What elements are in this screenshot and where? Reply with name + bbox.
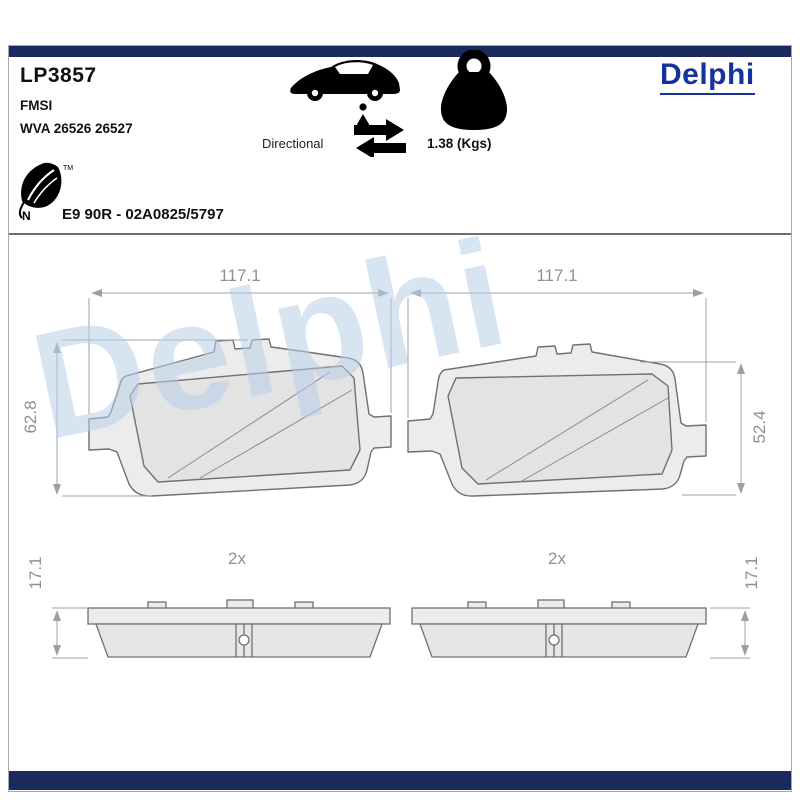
header-divider — [9, 233, 791, 235]
wva-numbers: WVA 26526 26527 — [20, 121, 133, 136]
dim-height-left: 62.8 — [21, 400, 40, 434]
dim-width-right: 117.1 — [536, 266, 578, 285]
dim-height-right: 52.4 — [750, 410, 769, 444]
top-navy-bar — [9, 46, 791, 57]
outer-frame — [8, 45, 792, 792]
leaf-trademark: TM — [63, 165, 73, 172]
dim-width-left: 117.1 — [219, 266, 261, 285]
dim-thickness-right: 17.1 — [742, 556, 761, 590]
qty-right: 2x — [548, 549, 566, 568]
qty-left: 2x — [228, 549, 246, 568]
eco-leaf-icon: N TM — [14, 160, 76, 222]
brand-logo: Delphi — [660, 58, 755, 95]
brand-logo-underline — [660, 93, 755, 95]
weight-icon — [432, 50, 516, 134]
approval-code: E9 90R - 02A0825/5797 — [62, 206, 224, 223]
weight-value: 1.38 (Kgs) — [427, 136, 492, 151]
directional-label: Directional — [262, 136, 324, 151]
fmsi-label: FMSI — [20, 98, 53, 113]
part-number: LP3857 — [20, 64, 97, 87]
brand-logo-text: Delphi — [660, 58, 755, 91]
car-icon — [285, 52, 403, 130]
leaf-letter: N — [22, 209, 31, 222]
position-dot — [359, 103, 367, 111]
bottom-navy-bar — [9, 771, 791, 790]
dim-thickness-left: 17.1 — [26, 556, 45, 590]
directional-arrows-icon — [352, 117, 408, 157]
position-triangle-icon — [356, 114, 370, 126]
